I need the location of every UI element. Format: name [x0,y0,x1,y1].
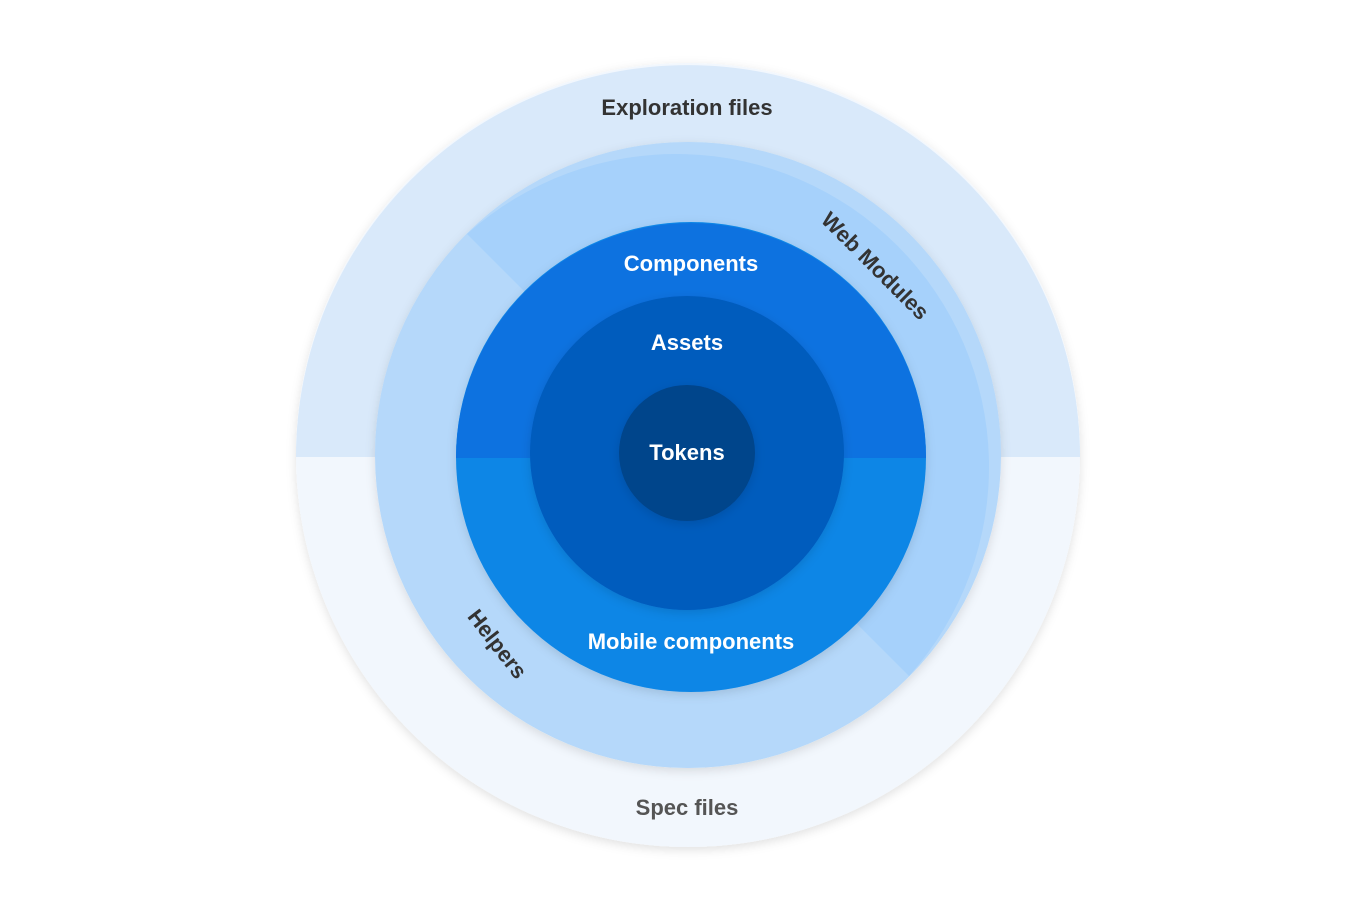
label-components: Components [624,251,758,276]
label-assets: Assets [651,330,723,355]
label-mobile-components: Mobile components [588,629,795,654]
label-tokens: Tokens [649,440,724,465]
tokens-core [619,385,755,521]
label-spec-files: Spec files [636,795,739,820]
label-exploration-files: Exploration files [601,95,772,120]
